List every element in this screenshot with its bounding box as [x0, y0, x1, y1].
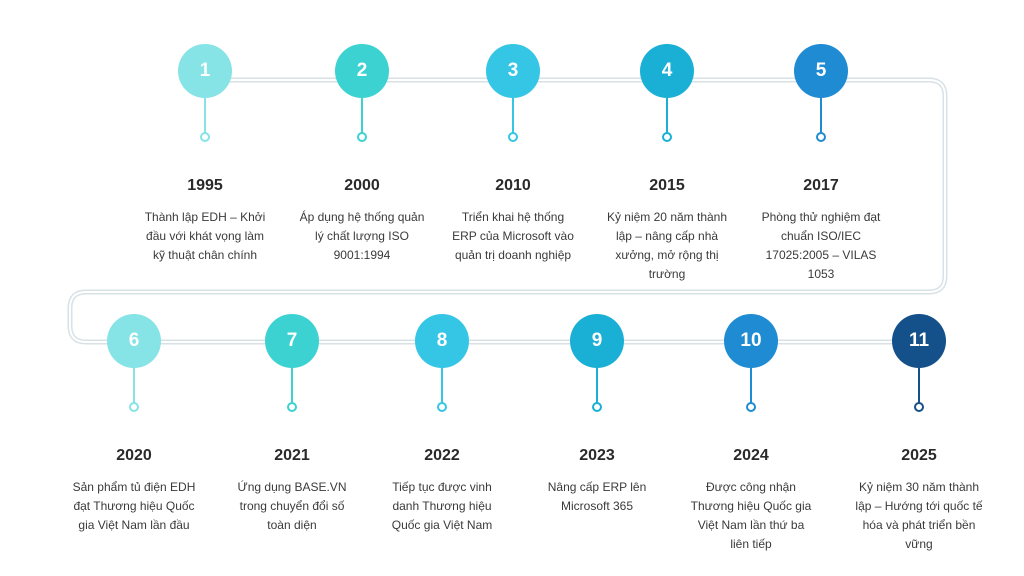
milestone-number-circle: 7 — [265, 314, 319, 368]
milestone-number-circle: 8 — [415, 314, 469, 368]
milestone-description: Nâng cấp ERP lên Microsoft 365 — [547, 480, 647, 513]
milestone-year: 2022 — [424, 447, 460, 464]
milestone-stem — [291, 368, 293, 405]
milestone-description: Kỷ niệm 20 năm thành lập – nâng cấp nhà … — [606, 210, 728, 281]
milestone-stem — [361, 98, 363, 135]
milestone-dot — [287, 402, 297, 412]
milestone-stem — [666, 98, 668, 135]
milestone-year: 2024 — [733, 447, 769, 464]
milestone-description: Được công nhận Thương hiệu Quốc gia Việt… — [690, 480, 812, 551]
milestone-stem — [596, 368, 598, 405]
milestone-year: 2023 — [579, 447, 615, 464]
milestone-year: 2025 — [901, 447, 937, 464]
milestone-dot — [357, 132, 367, 142]
milestone-stem — [133, 368, 135, 405]
milestone-stem — [820, 98, 822, 135]
milestone-number-circle: 3 — [486, 44, 540, 98]
milestone-stem — [750, 368, 752, 405]
milestone-description: Tiếp tục được vinh danh Thương hiệu Quốc… — [391, 480, 493, 532]
milestone-description: Áp dụng hệ thống quản lý chất lượng ISO … — [299, 210, 425, 262]
milestone-dot — [816, 132, 826, 142]
milestone-dot — [200, 132, 210, 142]
milestone-stem — [204, 98, 206, 135]
milestone-dot — [508, 132, 518, 142]
milestone-dot — [129, 402, 139, 412]
milestone-year: 2010 — [495, 177, 531, 194]
milestone-year: 2021 — [274, 447, 310, 464]
milestone-year: 2015 — [649, 177, 685, 194]
milestone-stem — [512, 98, 514, 135]
milestone-number-circle: 6 — [107, 314, 161, 368]
milestone-description: Kỷ niệm 30 năm thành lập – Hướng tới quố… — [855, 480, 983, 551]
milestone-description: Sản phẩm tủ điện EDH đạt Thương hiệu Quố… — [72, 480, 196, 532]
milestone-dot — [662, 132, 672, 142]
milestone-number-circle: 2 — [335, 44, 389, 98]
milestone-number-circle: 5 — [794, 44, 848, 98]
milestone-description: Triển khai hệ thống ERP của Microsoft và… — [452, 210, 574, 262]
milestone-year: 2017 — [803, 177, 839, 194]
milestone-number-circle: 9 — [570, 314, 624, 368]
milestone-number-circle: 1 — [178, 44, 232, 98]
milestone-description: Ứng dụng BASE.VN trong chuyển đổi số toà… — [237, 480, 347, 532]
milestone-dot — [592, 402, 602, 412]
milestone-number-circle: 11 — [892, 314, 946, 368]
milestone-description: Thành lập EDH – Khởi đầu với khát vọng l… — [144, 210, 266, 262]
milestone-stem — [918, 368, 920, 405]
milestone-dot — [746, 402, 756, 412]
milestone-year: 2020 — [116, 447, 152, 464]
milestone-dot — [914, 402, 924, 412]
milestone-dot — [437, 402, 447, 412]
milestone-year: 2000 — [344, 177, 380, 194]
milestone-number-circle: 4 — [640, 44, 694, 98]
milestone-number-circle: 10 — [724, 314, 778, 368]
milestone-stem — [441, 368, 443, 405]
milestone-description: Phòng thử nghiệm đạt chuẩn ISO/IEC 17025… — [761, 210, 881, 281]
milestone-year: 1995 — [187, 177, 223, 194]
